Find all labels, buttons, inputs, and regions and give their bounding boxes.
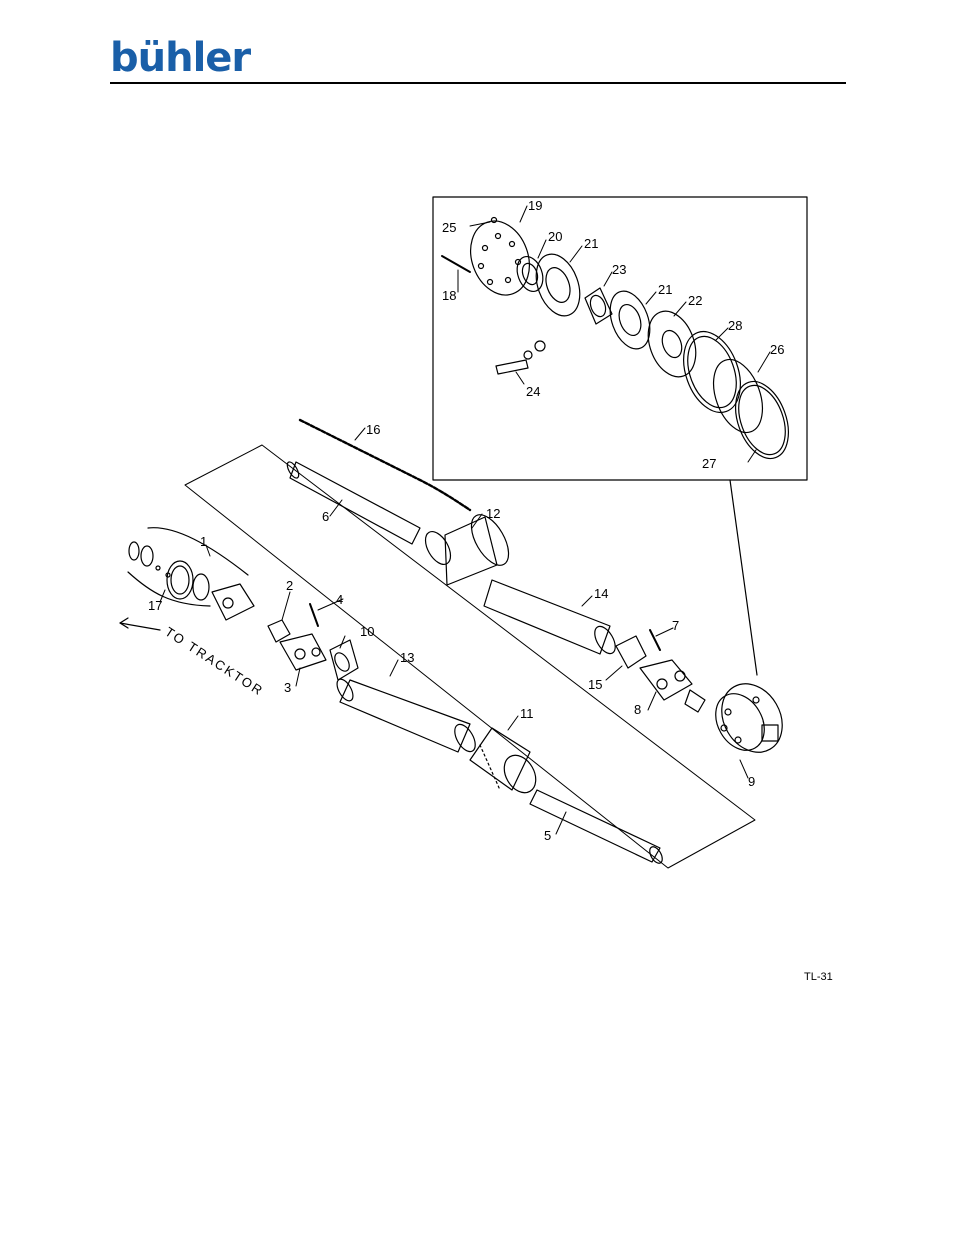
part-10-collar [329,639,359,681]
inset-leader [729,479,758,676]
figure-code: TL-31 [804,971,833,983]
callout-25: 25 [442,220,456,235]
callout-2: 2 [286,578,293,593]
part-3-yoke [279,633,327,671]
callout-10: 10 [360,624,374,639]
callout-21b: 21 [658,282,672,297]
callout-28: 28 [728,318,742,333]
callout-13: 13 [400,650,414,665]
buhler-logo: bühler [110,35,251,81]
callout-6: 6 [322,509,329,524]
direction-label: TO TRACKTOR [162,624,266,699]
direction-arrow [119,617,161,631]
callout-21a: 21 [584,236,598,251]
part-12-cone [424,514,510,586]
callout-7: 7 [672,618,679,633]
part-1-yoke-assembly [211,583,255,621]
part-14-inner-tube [483,579,616,655]
part-17-rings [128,541,210,601]
callout-1: 1 [200,534,207,549]
callout-18: 18 [442,288,456,303]
callout-leaders [159,205,771,835]
inset-part-24-bolt [495,340,546,375]
callout-24: 24 [526,384,540,399]
callout-15: 15 [588,677,602,692]
inset-part-22-pressure-plate [647,310,697,378]
part-1-brace [147,527,249,576]
inset-part-18-bolt [441,255,471,273]
clutch-inset-frame [432,196,808,481]
inset-part-23-hub [584,287,613,325]
part-4-pin [309,603,319,627]
inset-part-26-ring [712,358,764,434]
callout-26: 26 [770,342,784,357]
callout-12: 12 [486,506,500,521]
part-2-cross [267,619,291,643]
callout-5: 5 [544,828,551,843]
callout-numbers: 1 2 3 4 5 6 7 8 9 10 11 12 13 14 15 16 1… [148,198,784,843]
callout-23: 23 [612,262,626,277]
callout-16: 16 [366,422,380,437]
callout-9: 9 [748,774,755,789]
part-15-coupling [615,629,661,669]
assembly-envelope [184,444,756,869]
callout-4: 4 [336,592,343,607]
callout-17: 17 [148,598,162,613]
part-16-chain [298,418,472,512]
part-13-outer-tube [336,678,476,753]
part-6-guard-tube [286,461,421,545]
inset-part-28-ring [683,330,741,414]
part-8-yoke [639,659,706,713]
inset-part-21-friction-disc-a [535,253,581,317]
inset-part-27-ring [735,380,789,460]
callout-22: 22 [688,293,702,308]
callout-27: 27 [702,456,716,471]
callout-3: 3 [284,680,291,695]
callout-11: 11 [520,706,534,721]
callout-19: 19 [528,198,542,213]
callout-20: 20 [548,229,562,244]
part-11-cone [469,727,537,794]
callout-8: 8 [634,702,641,717]
part-9-clutch-hub [715,683,783,753]
inset-part-25-pin [490,216,498,224]
callout-14: 14 [594,586,608,601]
inset-part-21-friction-disc-b [609,290,651,350]
header-rule [110,82,846,84]
part-5-guard-tube [529,789,663,864]
